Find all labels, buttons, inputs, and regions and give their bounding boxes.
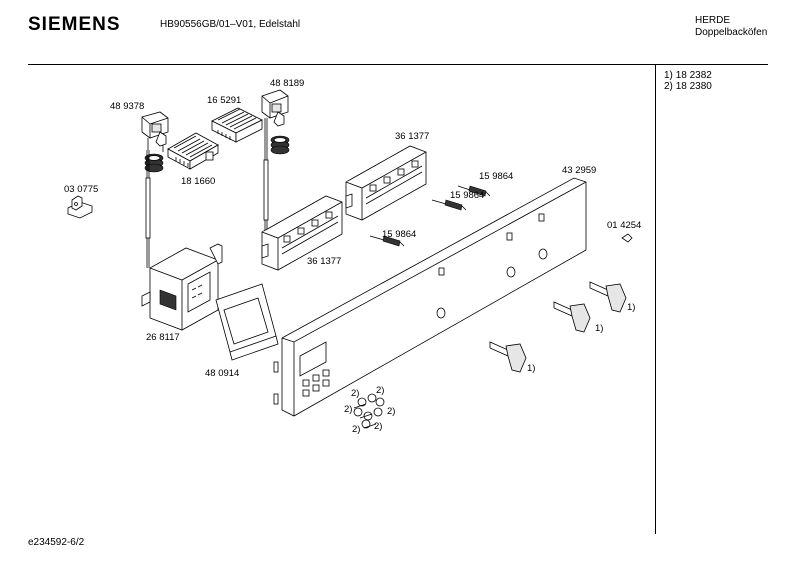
footnote-button-1: 2)	[351, 388, 359, 399]
label-480914: 48 0914	[205, 368, 239, 379]
note-1-marker: 1)	[664, 70, 673, 81]
knob-a	[489, 341, 527, 373]
bracket-361377-lower	[261, 195, 343, 271]
footnote-button-2: 2)	[376, 385, 384, 396]
thermostat-488189	[261, 89, 290, 245]
label-361377-bottom: 36 1377	[307, 256, 341, 267]
clip-014254	[621, 233, 633, 243]
footnote-button-6: 2)	[374, 421, 382, 432]
label-432959: 43 2959	[562, 165, 596, 176]
panel-keypad	[302, 369, 330, 397]
note-2: 2) 18 2380	[664, 81, 712, 92]
brand-logo: SIEMENS	[28, 14, 121, 35]
category-line1: HERDE	[695, 15, 731, 26]
label-488189: 48 8189	[270, 78, 304, 89]
timer-module-268117	[141, 243, 223, 331]
footnote-button-3: 2)	[344, 404, 352, 415]
footnote-knob-c: 1)	[627, 302, 635, 313]
frame-480914	[215, 283, 279, 361]
note-2-marker: 2)	[664, 81, 673, 92]
label-361377-top: 36 1377	[395, 131, 429, 142]
label-268117: 26 8117	[146, 332, 180, 343]
footnote-button-4: 2)	[387, 406, 395, 417]
note-1-number: 18 2382	[675, 70, 712, 81]
lamp-159864-c	[369, 235, 405, 247]
note-1: 1) 18 2382	[664, 70, 712, 81]
push-button-set	[353, 393, 385, 429]
footnote-knob-b: 1)	[595, 323, 603, 334]
header-divider	[28, 64, 768, 65]
label-165291: 16 5291	[207, 95, 241, 106]
label-030775: 03 0775	[64, 184, 98, 195]
control-panel-432959	[273, 177, 587, 417]
selector-switch-181660	[167, 132, 219, 170]
label-159864-a: 15 9864	[479, 171, 513, 182]
label-181660: 18 1660	[181, 176, 215, 187]
knob-b	[553, 301, 591, 333]
sidebar-divider	[655, 64, 656, 534]
thermostat-489378	[141, 111, 169, 268]
label-159864-b: 15 9864	[450, 190, 484, 201]
footnote-button-5: 2)	[352, 424, 360, 435]
bracket-030775	[67, 195, 93, 219]
bracket-361377-upper	[345, 145, 427, 221]
label-014254: 01 4254	[607, 220, 641, 231]
category-line2: Doppelbacköfen	[695, 27, 768, 38]
lamp-159864-a	[457, 185, 491, 197]
lamp-159864-b	[431, 199, 467, 211]
footnote-knob-a: 1)	[527, 363, 535, 374]
document-code: e234592-6/2	[28, 537, 85, 548]
selector-switch-165291	[211, 107, 263, 143]
knob-c	[589, 281, 627, 313]
label-489378: 48 9378	[110, 101, 144, 112]
label-159864-c: 15 9864	[382, 229, 416, 240]
model-title: HB90556GB/01–V01, Edelstahl	[160, 19, 301, 30]
note-2-number: 18 2380	[675, 81, 712, 92]
